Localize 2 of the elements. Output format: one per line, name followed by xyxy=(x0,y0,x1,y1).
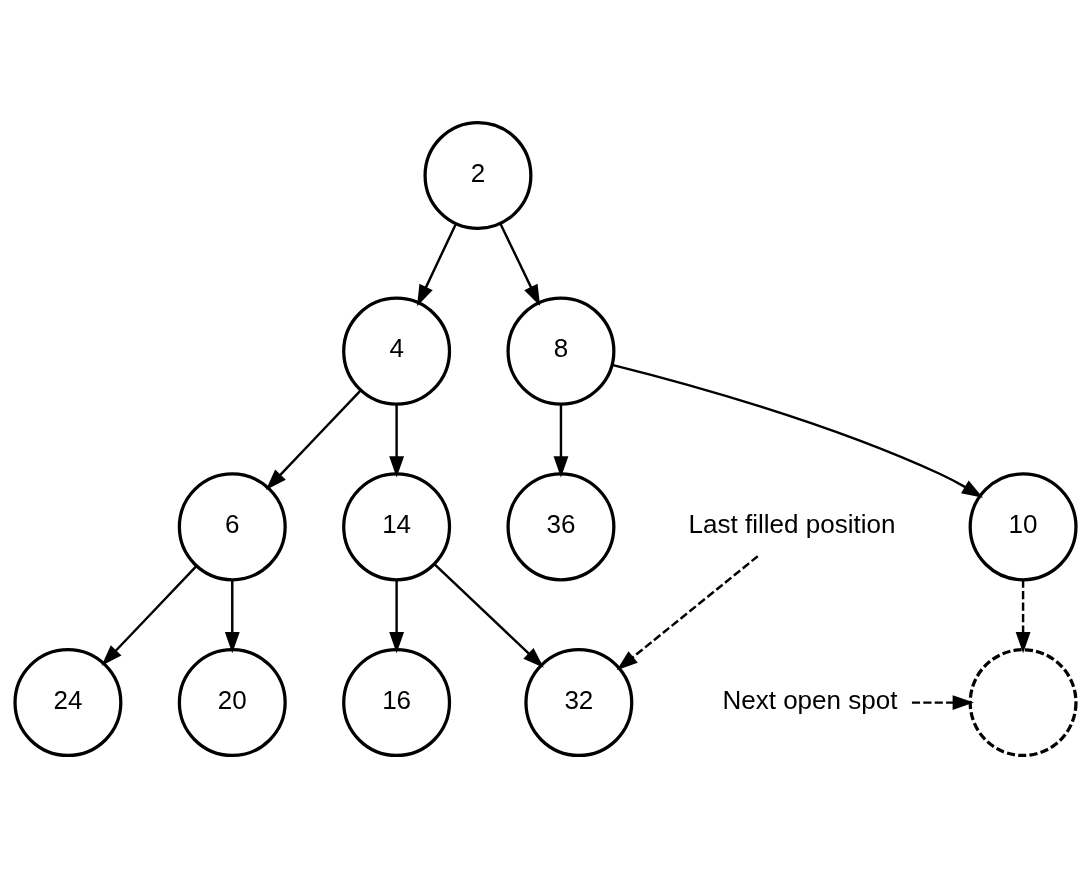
node-text: Next open spot xyxy=(722,684,898,715)
node-text: Last filled position xyxy=(688,509,896,540)
